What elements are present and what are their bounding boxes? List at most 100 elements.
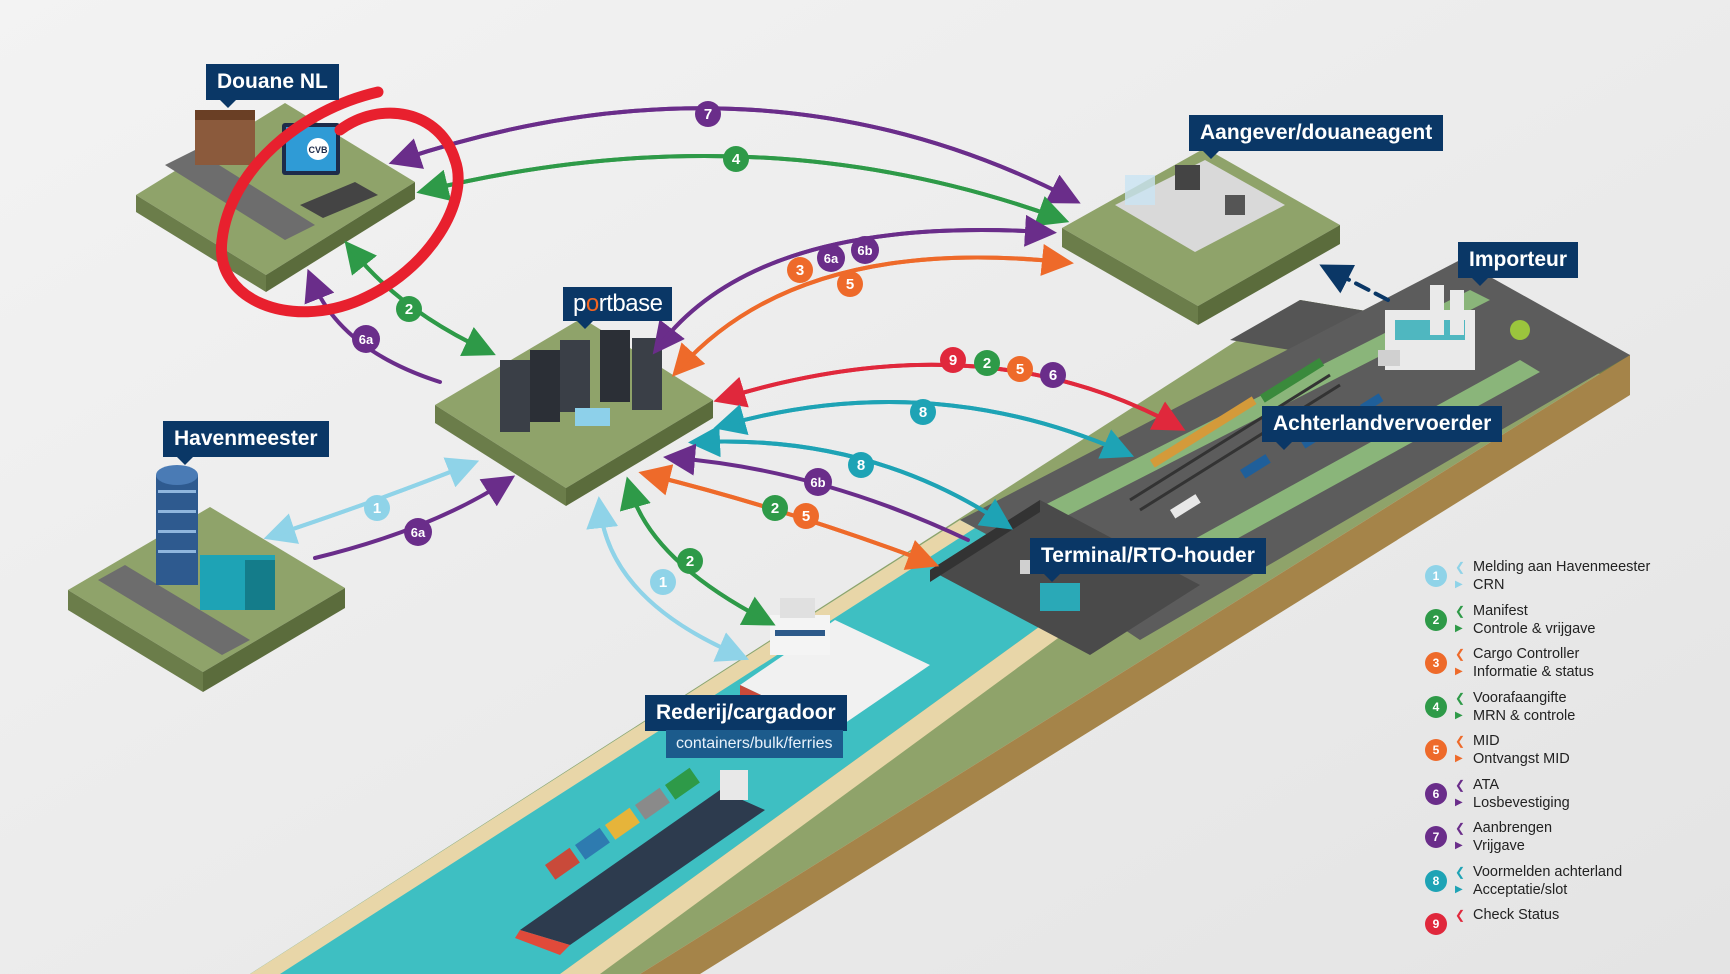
triangle-right-icon: ▶	[1455, 622, 1463, 634]
chevron-left-icon: ❮	[1455, 647, 1466, 661]
svg-text:1: 1	[659, 574, 667, 591]
svg-text:3: 3	[796, 262, 804, 279]
havenmeester-tile	[68, 465, 345, 692]
triangle-right-icon: ▶	[1455, 883, 1463, 895]
label-aangever: Aangever/douaneagent	[1189, 115, 1444, 159]
svg-text:2: 2	[983, 355, 991, 372]
chevron-left-icon: ❮	[1455, 734, 1466, 748]
svg-text:2: 2	[405, 301, 413, 318]
arrow-3-6b	[658, 214, 1057, 347]
svg-text:5: 5	[1016, 361, 1024, 378]
svg-text:6: 6	[1049, 367, 1057, 384]
badge-5-low: 5	[793, 503, 819, 529]
label-douane: Douane NL	[206, 64, 339, 108]
badge-5-mid2: 5	[1007, 356, 1033, 382]
legend-incoming-label: Check Status	[1473, 907, 1560, 923]
badge-6a-mid: 6a	[817, 244, 845, 272]
triangle-right-icon: ▶	[1455, 796, 1463, 808]
legend-incoming-label: Aanbrengen	[1473, 820, 1553, 836]
chevron-left-icon: ❮	[1455, 864, 1466, 879]
legend-item-1: 1 ❮ Melding aan Havenmeester ▶ CRN	[1425, 558, 1725, 602]
traffic	[1129, 357, 1424, 519]
svg-text:8: 8	[919, 404, 927, 421]
triangle-right-icon: ▶	[1455, 579, 1463, 590]
chevron-left-icon: ❮	[1455, 821, 1466, 835]
svg-text:5: 5	[846, 276, 854, 293]
triangle-right-icon: ▶	[1455, 666, 1463, 677]
legend-outgoing-label: Vrijgave	[1473, 838, 1525, 854]
label-havenmeester: Havenmeester	[163, 421, 329, 465]
legend-number: 7	[1425, 826, 1447, 848]
badge-8b: 8	[848, 452, 874, 478]
svg-text:1: 1	[373, 500, 381, 517]
badge-2-ship: 2	[677, 548, 703, 574]
label-rederij: Rederij/cargadoor	[645, 695, 847, 731]
legend-incoming-label: ATA	[1473, 776, 1500, 793]
legend-number: 9	[1425, 913, 1447, 935]
triangle-right-icon: ▶	[1455, 840, 1463, 851]
arrow-5-top-back	[678, 244, 1074, 370]
svg-text:2: 2	[686, 553, 694, 570]
legend-number: 1	[1425, 565, 1447, 587]
legend-number: 3	[1425, 652, 1447, 674]
badge-3: 3	[787, 257, 813, 283]
arrow-25-low-back	[648, 473, 940, 570]
legend-outgoing-label: Acceptatie/slot	[1473, 881, 1568, 898]
arrow-7-aangever	[398, 106, 1081, 204]
badge-6a-left: 6a	[404, 518, 432, 546]
legend-incoming-label: Cargo Controller	[1473, 646, 1580, 662]
container-ship	[515, 767, 765, 955]
legend-outgoing-label: CRN	[1473, 577, 1505, 593]
chevron-left-icon: ❮	[1455, 690, 1466, 705]
badge-6-mid: 6	[1040, 362, 1066, 388]
legend-item-3: 3❮Cargo Controller▶Informatie & status	[1425, 645, 1725, 689]
legend-item-6: 6❮ATA▶Losbevestiging	[1425, 776, 1725, 820]
importeur-dashed-arrow	[1319, 264, 1390, 302]
arrow-1-ship-back	[586, 496, 740, 657]
arrow-2-ship-back	[619, 476, 767, 622]
aangever-tile	[1062, 148, 1340, 325]
legend-item-8: 8❮Voormelden achterland▶Acceptatie/slot	[1425, 863, 1725, 907]
svg-text:5: 5	[802, 508, 810, 525]
label-terminal: Terminal/RTO-houder	[1030, 538, 1266, 582]
badge-1-left: 1	[364, 495, 390, 521]
chevron-left-icon: ❮	[1455, 603, 1466, 618]
label-achterland: Achterlandvervoerder	[1262, 406, 1503, 450]
svg-text:6a: 6a	[411, 525, 426, 540]
svg-text:2: 2	[771, 500, 779, 517]
legend-item-2: 2 ❮ Manifest ▶ Controle & vrijgave	[1425, 602, 1725, 646]
portbase-logo: portbase	[563, 287, 673, 329]
arrow-9256-back	[723, 362, 1186, 431]
legend-item-7: 7 ❮ Aanbrengen ▶ Vrijgave	[1425, 819, 1725, 863]
svg-text:9: 9	[949, 352, 957, 369]
legend-item-5: 5❮MID▶Ontvangst MID	[1425, 732, 1725, 776]
portbase-tile	[435, 318, 713, 506]
badge-9: 9	[940, 347, 966, 373]
badge-2-douane: 2	[396, 296, 422, 322]
badges: 7 4 2 6a 3 6a 6b 5 9 2 5 6 8 8 6b 2 5 1 …	[352, 101, 1066, 595]
legend-incoming-label: Melding aan Havenmeester	[1473, 559, 1651, 575]
legend-outgoing-label: Ontvangst MID	[1473, 751, 1570, 767]
badge-6a-douane: 6a	[352, 325, 380, 353]
badge-2-low: 2	[762, 495, 788, 521]
chevron-left-icon: ❮	[1455, 560, 1466, 574]
legend-number: 8	[1425, 869, 1447, 892]
legend-outgoing-label: Controle & vrijgave	[1473, 620, 1596, 637]
chevron-left-icon: ❮	[1455, 777, 1466, 792]
legend-outgoing-label: Losbevestiging	[1473, 794, 1570, 811]
badge-2-mid: 2	[974, 350, 1000, 376]
legend-item-9: 9 ❮ Check Status	[1425, 906, 1725, 950]
legend: 1 ❮ Melding aan Havenmeester ▶ CRN 2 ❮ Manifest…	[1425, 558, 1725, 950]
chevron-left-icon: ❮	[1455, 908, 1466, 922]
legend-incoming-label: Manifest	[1473, 602, 1528, 619]
legend-incoming-label: Voorafaangifte	[1473, 689, 1567, 706]
cvb-screen-text: CVB	[308, 145, 328, 155]
label-rederij-sub: containers/bulk/ferries	[666, 730, 843, 758]
label-importeur: Importeur	[1458, 242, 1579, 286]
legend-number: 2	[1425, 608, 1447, 631]
svg-text:7: 7	[704, 106, 712, 123]
badge-5-mid: 5	[837, 271, 863, 297]
legend-number: 5	[1425, 739, 1447, 761]
badge-6b-mid: 6b	[851, 236, 879, 264]
